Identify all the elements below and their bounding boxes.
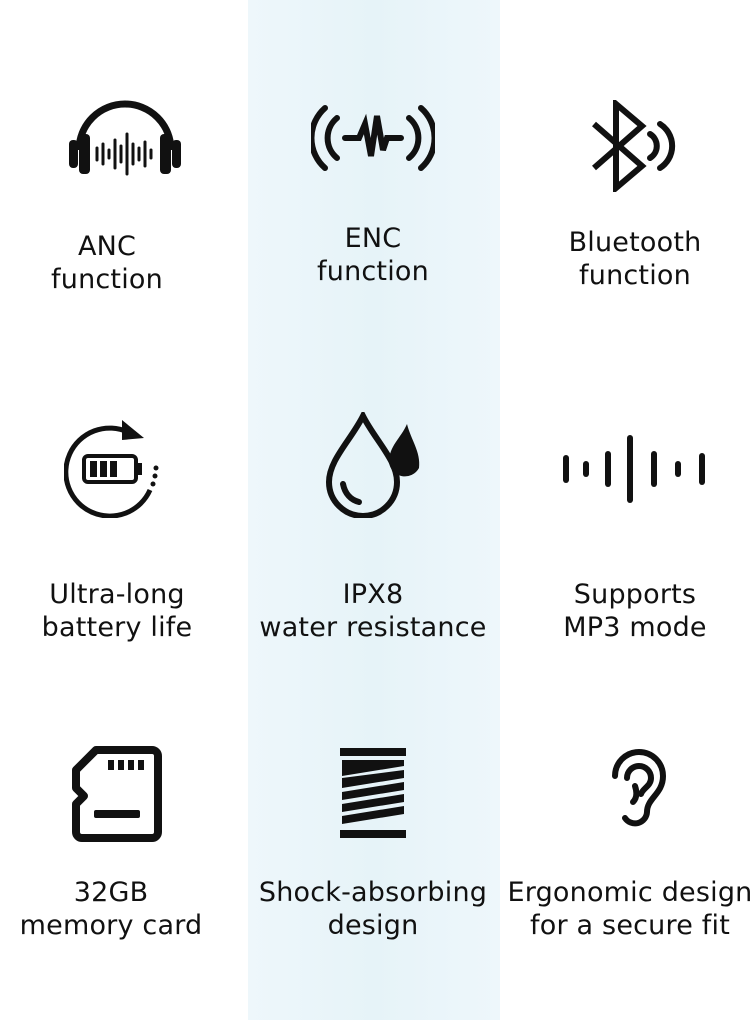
bluetooth-icon bbox=[590, 100, 680, 192]
battery-cycle-icon bbox=[64, 416, 174, 518]
memory-card-icon bbox=[72, 744, 162, 842]
headphones-icon bbox=[65, 90, 185, 180]
center-column-highlight bbox=[248, 0, 500, 1020]
noise-wave-icon bbox=[311, 98, 435, 178]
ear-icon bbox=[607, 746, 671, 836]
audio-bars-icon bbox=[560, 434, 710, 504]
water-drop-icon bbox=[323, 412, 423, 518]
spring-icon bbox=[338, 748, 408, 838]
